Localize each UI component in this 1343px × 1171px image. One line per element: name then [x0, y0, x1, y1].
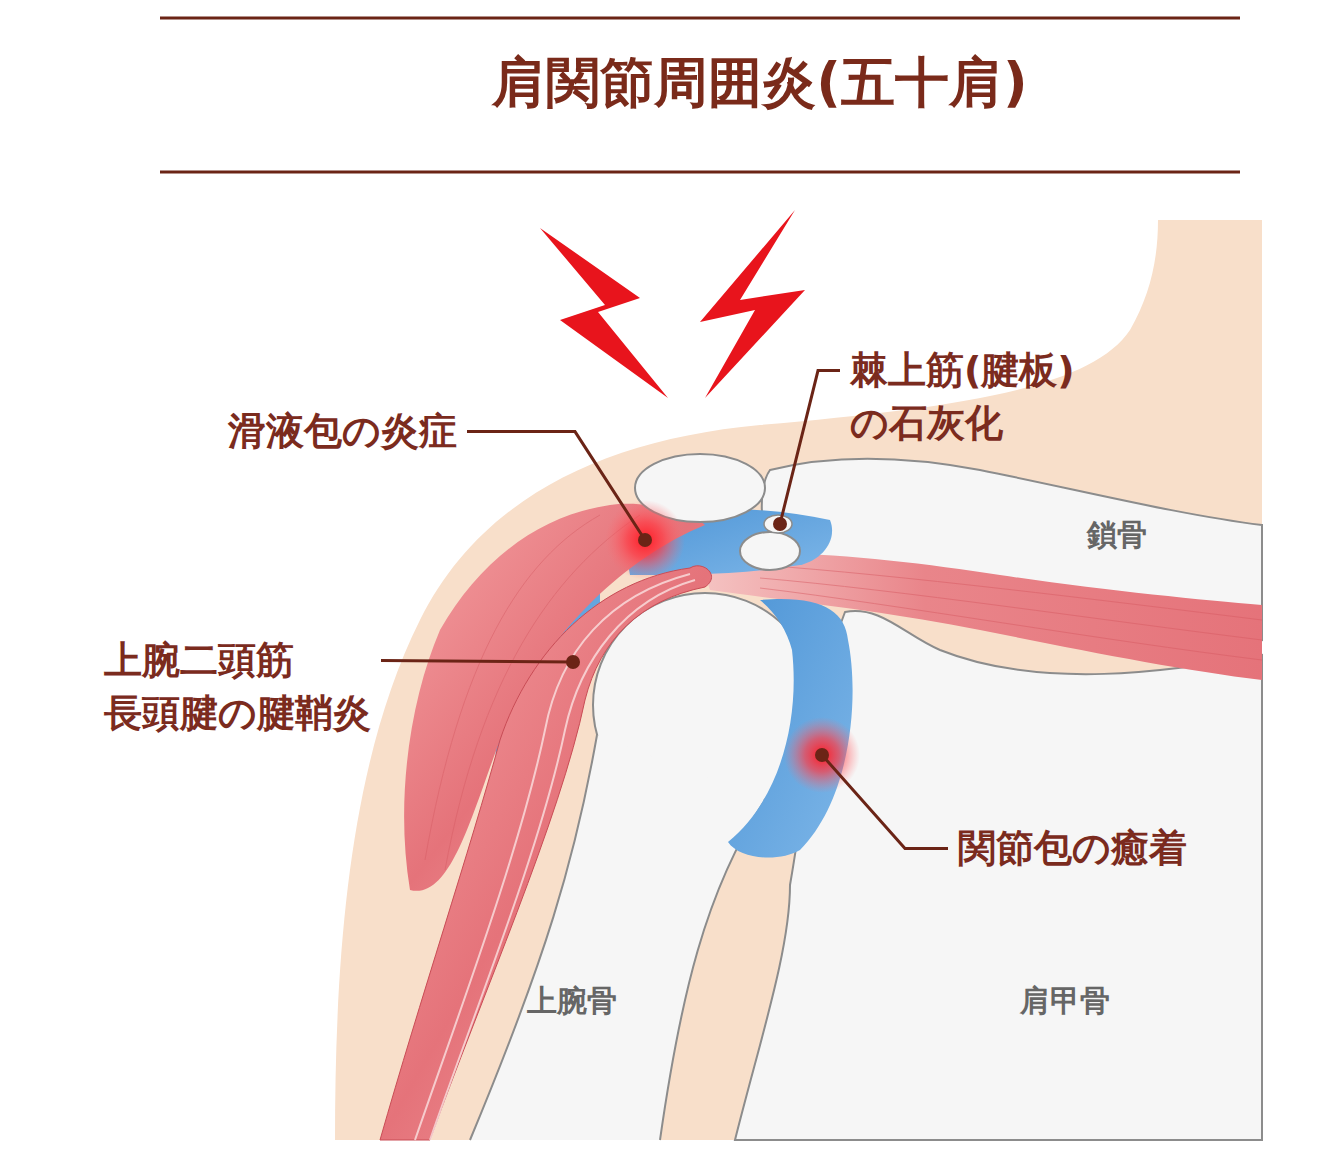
calcification — [764, 515, 792, 533]
bone-label: 鎖骨 — [1087, 514, 1147, 556]
title-rule — [160, 17, 1240, 20]
inflammation-glow — [605, 500, 685, 580]
leader-line — [822, 755, 948, 849]
leader-line — [780, 371, 840, 524]
skin-silhouette — [335, 220, 1262, 1140]
leader-dot — [638, 533, 652, 547]
callout-label: 棘上筋(腱板) の石灰化 — [850, 344, 1100, 450]
bone-label: 上腕骨 — [527, 980, 617, 1022]
bone-label: 肩甲骨 — [1020, 980, 1110, 1022]
diagram-title: 肩関節周囲炎(五十肩) — [260, 48, 1260, 118]
leader-dot — [773, 517, 787, 531]
title-rule — [160, 171, 1240, 174]
leader-dot — [815, 748, 829, 762]
pain-bolt — [700, 210, 805, 398]
leader-line — [467, 432, 645, 540]
callout-label: 上腕二頭筋 長頭腱の腱鞘炎 — [104, 634, 371, 740]
leader-line — [381, 661, 573, 662]
inflammation-glow — [784, 717, 860, 793]
callout-label: 滑液包の炎症 — [228, 405, 457, 458]
pain-bolt — [540, 228, 668, 398]
biceps-tendon — [380, 566, 712, 1140]
leader-dot — [566, 655, 580, 669]
calcification — [740, 532, 800, 570]
callout-label: 関節包の癒着 — [958, 822, 1187, 875]
